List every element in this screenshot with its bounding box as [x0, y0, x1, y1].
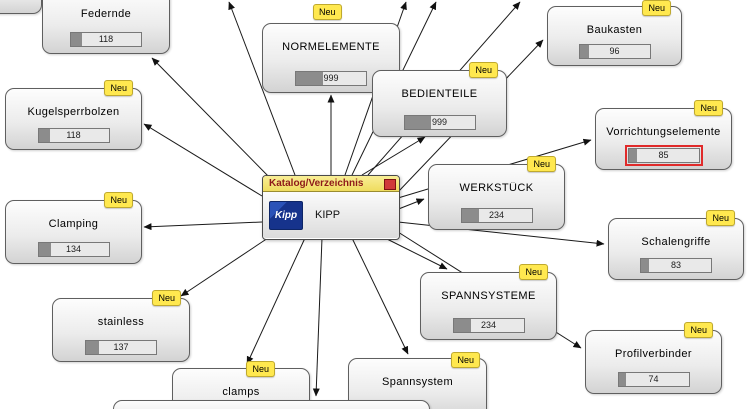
close-icon[interactable] [384, 179, 396, 190]
neu-badge: Neu [246, 361, 275, 377]
item-count-bar: 74 [617, 372, 690, 387]
node-title: NORMELEMENTE [282, 41, 380, 53]
node-vorrichtungselemente[interactable]: Neu Vorrichtungselemente 85 [595, 100, 732, 170]
central-titlebar: Katalog/Verzeichnis [263, 176, 399, 192]
item-count-bar: 999 [403, 115, 476, 130]
item-count-bar: 137 [85, 340, 157, 355]
node-title: WERKSTÜCK [459, 182, 534, 194]
kipp-logo-icon: Kipp [269, 200, 303, 230]
count-fill [461, 209, 479, 222]
node-title: Vorrichtungselemente [606, 126, 721, 138]
count-fill [38, 243, 52, 256]
node-clamping[interactable]: Neu Clamping 134 [5, 192, 142, 264]
item-count-bar: 234 [460, 208, 533, 223]
count-value: 234 [488, 210, 505, 220]
partial-node-topleft [0, 0, 42, 14]
count-fill [628, 149, 637, 162]
neu-badge: Neu [527, 156, 556, 172]
node-title: BEDIENTEILE [401, 88, 478, 100]
count-fill [296, 72, 323, 85]
count-value: 96 [609, 46, 620, 56]
node-title: Baukasten [586, 24, 643, 36]
node-title: Kugelsperrbolzen [27, 106, 120, 118]
central-body: Kipp KIPP [263, 192, 399, 238]
node-title: clamps [222, 386, 260, 398]
count-fill [71, 33, 83, 46]
item-count-bar: 96 [578, 44, 651, 59]
item-count-bar: 118 [70, 32, 142, 47]
neu-badge: Neu [313, 4, 342, 20]
central-title: Katalog/Verzeichnis [269, 178, 364, 189]
node-kugelsperrbolzen[interactable]: Neu Kugelsperrbolzen 118 [5, 80, 142, 150]
node-normelemente[interactable]: Neu NORMELEMENTE 999 [262, 4, 400, 93]
item-count-bar-highlighted: 85 [624, 145, 703, 166]
neu-badge: Neu [642, 0, 671, 16]
count-fill [86, 341, 99, 354]
count-value: 85 [658, 150, 669, 160]
central-node-kipp[interactable]: Katalog/Verzeichnis Kipp KIPP [262, 175, 400, 240]
neu-badge: Neu [104, 192, 133, 208]
node-werkstueck[interactable]: Neu WERKSTÜCK 234 [428, 156, 565, 230]
node-title: stainless [97, 316, 145, 328]
node-schalengriffe[interactable]: Neu Schalengriffe 83 [608, 210, 744, 280]
node-profilverbinder[interactable]: Neu Profilverbinder 74 [585, 322, 722, 394]
node-stainless[interactable]: Neu stainless 137 [52, 290, 190, 362]
node-title: Clamping [48, 218, 99, 230]
neu-badge: Neu [451, 352, 480, 368]
count-fill [641, 259, 650, 272]
central-label: KIPP [315, 209, 341, 221]
count-fill [38, 129, 50, 142]
node-title: Profilverbinder [615, 348, 692, 360]
count-fill [579, 45, 589, 58]
neu-badge: Neu [152, 290, 181, 306]
count-value: 999 [323, 73, 339, 83]
item-count-bar: 999 [295, 71, 367, 86]
partial-node-bottom [113, 400, 430, 409]
node-federnde[interactable]: Federnde 118 [42, 0, 170, 54]
count-value: 118 [66, 130, 81, 140]
node-spannsysteme[interactable]: Neu SPANNSYSTEME 234 [420, 264, 557, 340]
count-fill [404, 116, 432, 129]
neu-badge: Neu [684, 322, 713, 338]
item-count-bar: 234 [452, 318, 525, 333]
item-count-bar: 83 [640, 258, 712, 273]
neu-badge: Neu [104, 80, 133, 96]
count-value: 137 [113, 342, 129, 352]
neu-badge: Neu [469, 62, 498, 78]
count-fill [453, 319, 471, 332]
neu-badge: Neu [706, 210, 735, 226]
item-count-bar: 118 [37, 128, 110, 143]
count-fill [618, 373, 627, 386]
count-value: 118 [98, 34, 114, 44]
node-bedienteile[interactable]: Neu BEDIENTEILE 999 [372, 62, 507, 137]
node-baukasten[interactable]: Neu Baukasten 96 [547, 0, 682, 66]
neu-badge: Neu [694, 100, 723, 116]
neu-badge: Neu [519, 264, 548, 280]
node-title: Schalengriffe [641, 236, 711, 248]
count-value: 74 [648, 374, 659, 384]
count-value: 134 [65, 244, 82, 254]
node-title: SPANNSYSTEME [441, 290, 536, 302]
count-value: 234 [480, 320, 497, 330]
item-count-bar: 134 [37, 242, 110, 257]
node-title: Spannsystem [381, 376, 454, 388]
count-value: 999 [431, 117, 448, 127]
count-value: 83 [670, 260, 681, 270]
node-title: Federnde [80, 8, 132, 20]
